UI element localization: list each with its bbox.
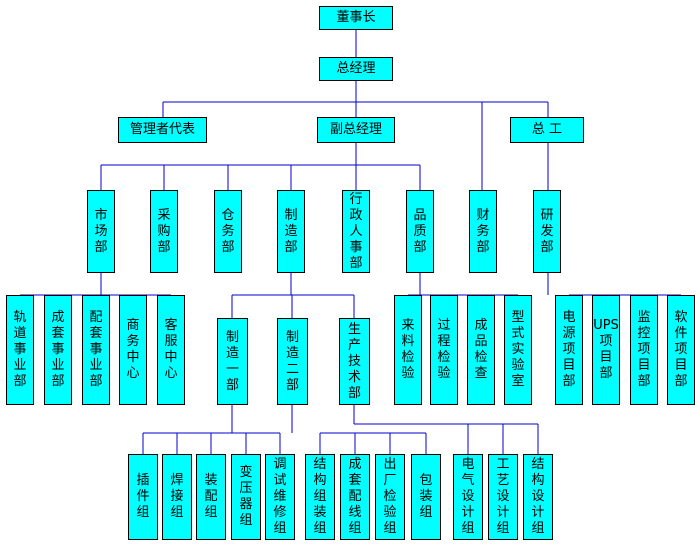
node-finished-inspect: 成品检查 bbox=[467, 295, 495, 405]
node-complete-set: 成套事业部 bbox=[44, 295, 72, 405]
node-power-project: 电源项目部 bbox=[555, 295, 583, 405]
node-purchase: 采购部 bbox=[150, 190, 178, 273]
node-chief-engineer: 总 工 bbox=[510, 117, 584, 143]
node-business-center: 商务中心 bbox=[119, 295, 147, 405]
node-software-project: 软件项目部 bbox=[667, 295, 695, 405]
node-welding-group: 焊接组 bbox=[162, 454, 192, 540]
node-transformer-group: 变压器组 bbox=[231, 454, 261, 540]
node-process-inspect: 过程检验 bbox=[430, 295, 458, 405]
node-incoming-inspect: 来料检验 bbox=[394, 295, 422, 405]
node-process-design-group: 工艺设计组 bbox=[488, 454, 518, 540]
node-warehouse: 仓务部 bbox=[214, 190, 242, 273]
node-outgoing-inspect-group: 出厂检验组 bbox=[375, 454, 405, 540]
node-market: 市场部 bbox=[87, 190, 115, 273]
node-packing-group: 包装组 bbox=[411, 454, 441, 540]
node-struct-design-group: 结构设计组 bbox=[523, 454, 553, 540]
node-set-wiring-group: 成套配线组 bbox=[340, 454, 370, 540]
node-quality: 品质部 bbox=[406, 190, 434, 273]
node-finance: 财务部 bbox=[469, 190, 497, 273]
node-electrical-design-group: 电气设计组 bbox=[453, 454, 483, 540]
node-gm: 总经理 bbox=[319, 57, 393, 81]
node-deputy-gm: 副总经理 bbox=[317, 117, 395, 143]
node-type-test-lab: 型式实验室 bbox=[504, 295, 532, 405]
node-assembly-group: 装配组 bbox=[196, 454, 226, 540]
node-chairman: 董事长 bbox=[319, 6, 393, 30]
node-supporting: 配套事业部 bbox=[82, 295, 110, 405]
node-debug-repair-group: 调试维修组 bbox=[265, 454, 295, 540]
node-monitor-project: 监控项目部 bbox=[630, 295, 658, 405]
node-rail: 轨道事业部 bbox=[6, 295, 34, 405]
node-rnd: 研发部 bbox=[533, 190, 561, 273]
node-mfg1: 制造一部 bbox=[217, 318, 248, 405]
node-mgmt-rep: 管理者代表 bbox=[118, 117, 207, 143]
node-manufacture: 制造部 bbox=[277, 190, 305, 273]
node-admin-hr: 行政人事部 bbox=[342, 190, 370, 273]
node-mfg2: 制造二部 bbox=[277, 318, 308, 405]
node-customer-center: 客服中心 bbox=[157, 295, 185, 405]
node-prod-tech: 生产技术部 bbox=[339, 318, 370, 405]
node-plugin-group: 插件组 bbox=[128, 454, 158, 540]
node-struct-assembly-group: 结构组装组 bbox=[305, 454, 335, 540]
